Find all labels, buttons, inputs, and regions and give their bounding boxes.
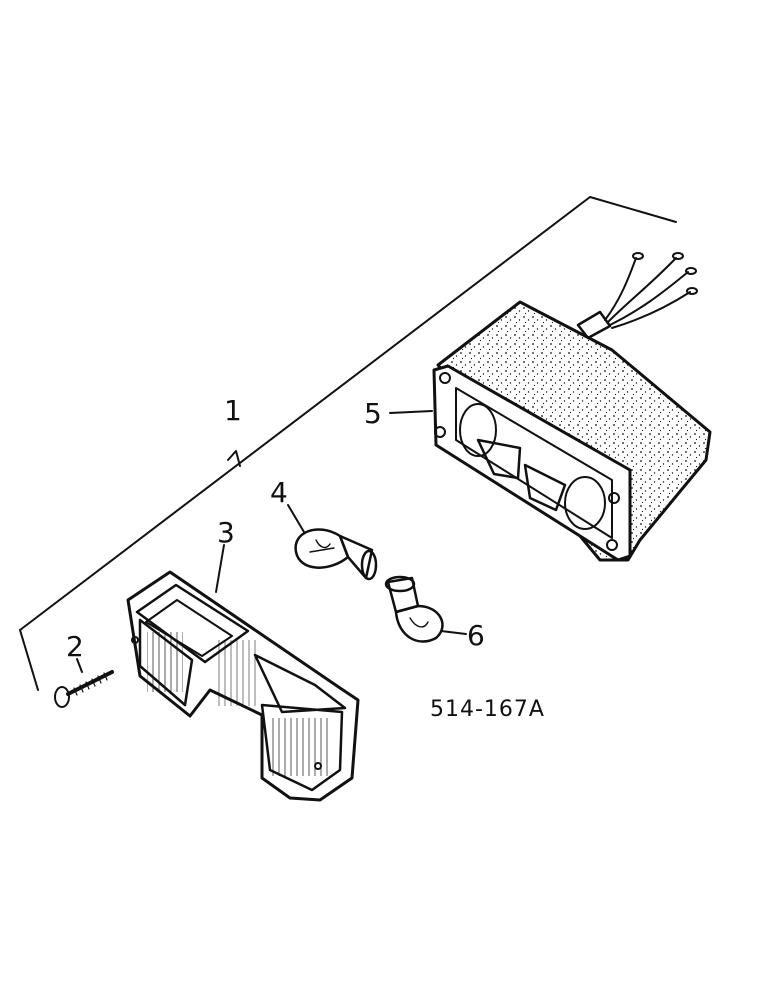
lamp-lens bbox=[126, 570, 360, 802]
screw bbox=[54, 670, 114, 708]
callout-4: 4 bbox=[270, 476, 288, 509]
callout-5: 5 bbox=[364, 397, 382, 430]
lamp-housing bbox=[432, 252, 712, 562]
callout-1: 1 bbox=[224, 394, 242, 427]
bulb-large bbox=[294, 528, 378, 581]
leader-lines bbox=[76, 410, 467, 673]
callout-6: 6 bbox=[467, 619, 485, 652]
callout-3: 3 bbox=[217, 516, 235, 549]
callout-2: 2 bbox=[66, 630, 84, 663]
drawing-number: 514-167A bbox=[430, 697, 545, 722]
assembly-bracket bbox=[19, 196, 677, 691]
bulb-small bbox=[384, 575, 444, 643]
